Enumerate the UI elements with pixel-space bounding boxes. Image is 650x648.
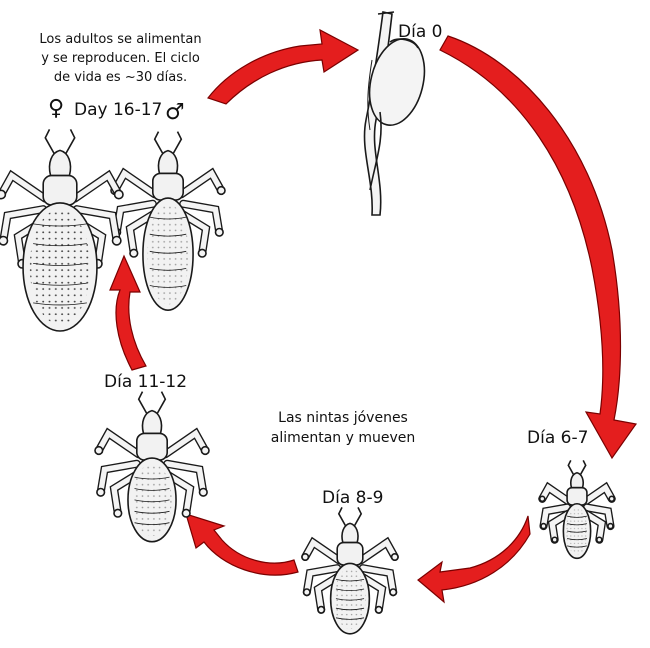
arrow-nymph1-to-nymph2 [418, 516, 530, 602]
arrow-nymph3-to-adult [110, 256, 146, 370]
arrow-adult-to-egg [208, 30, 358, 104]
label-nymph-2: Día 8-9 [322, 488, 383, 508]
label-nymph-3: Día 11-12 [104, 372, 187, 392]
arrow-egg-to-nymph1 [440, 36, 636, 458]
label-egg: Día 0 [398, 22, 442, 42]
egg-on-hair-icon [361, 12, 433, 215]
louse-nymph-day-6-7-icon [540, 460, 614, 558]
label-adult: Day 16-17 [74, 100, 162, 120]
adult-note-line-3: de vida es ~30 días. [28, 68, 213, 87]
louse-adult-female-icon [0, 129, 123, 331]
adult-note: Los adultos se alimentan y se reproducen… [28, 30, 213, 87]
nymph-note: Las nintas jóvenes alimentan y mueven [268, 408, 418, 448]
nymph-note-line-1: Las nintas jóvenes [268, 408, 418, 428]
adult-note-line-2: y se reproducen. El ciclo [28, 49, 213, 68]
label-nymph-1: Día 6-7 [527, 428, 588, 448]
louse-nymph-day-8-9-icon [302, 507, 398, 633]
adult-note-line-1: Los adultos se alimentan [28, 30, 213, 49]
nymph-note-line-2: alimentan y mueven [268, 428, 418, 448]
arrow-nymph2-to-nymph3 [186, 514, 298, 575]
female-symbol: ♀ [48, 96, 64, 121]
male-symbol: ♂ [165, 100, 185, 125]
